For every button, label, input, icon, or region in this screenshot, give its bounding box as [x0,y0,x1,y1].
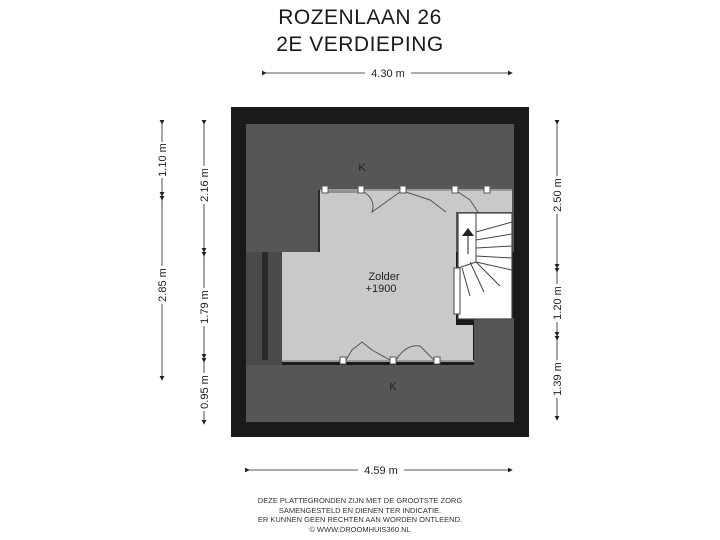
dimension-bottom [245,463,513,477]
room-label-knieschot-bottom: K [389,381,397,393]
floor-subtitle: 2E VERDIEPING [276,33,444,56]
page-title: ROZENLAAN 26 [278,6,442,29]
disclaimer: DEZE PLATTEGRONDEN ZIJN MET DE GROOTSTE … [0,496,720,534]
dimension-right-bottom-label: 1.39 m [552,362,564,396]
disclaimer-website: © WWW.DROOMHUIS360.NL [309,524,411,534]
dimension-left-inner-top-label: 2.16 m [199,168,211,202]
room-label-zolder: Zolder [368,271,400,283]
stair-direction-arrow [462,228,474,236]
dimension-left-outer-label: 2.85 m [157,268,169,302]
disclaimer-line: SAMENGESTELD EN DIENEN TER INDICATIE. [278,505,442,515]
room-label-knieschot-top: K [358,162,366,174]
disclaimer-line: ER KUNNEN GEEN RECHTEN AAN WORDEN ONTLEE… [257,515,463,524]
inner-wall-left [262,252,268,360]
dimension-left-top-label: 1.10 m [157,143,169,177]
room-level-zolder: +1900 [366,283,397,295]
storage-doors-top [321,185,491,214]
dimension-right-top-label: 2.50 m [552,178,564,212]
knieschot-area-bottom [246,365,514,422]
disclaimer-line: DEZE PLATTEGRONDEN ZIJN MET DE GROOTSTE … [257,496,463,505]
staircase [453,212,513,320]
dimension-left-inner-middle-label: 1.79 m [199,290,211,324]
dimension-bottom-label: 4.59 m [364,465,398,477]
dimension-right-middle-label: 1.20 m [552,286,564,320]
dimension-top [262,66,513,80]
knieschot-area-right [474,318,514,365]
dimension-top-label: 4.30 m [371,68,405,80]
zolder-floor [282,191,512,360]
storage-doors-bottom [339,341,441,365]
dimension-left-inner-bottom-label: 0.95 m [199,375,211,409]
